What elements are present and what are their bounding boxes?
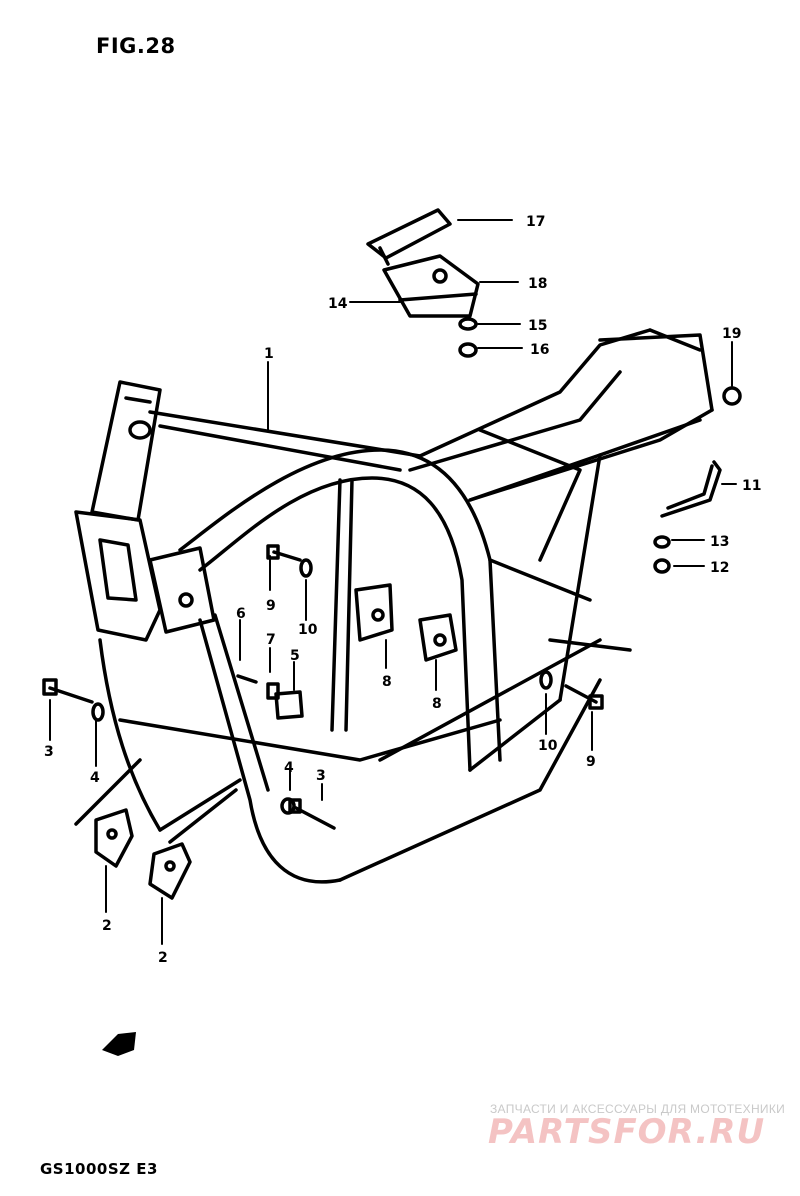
washers-and-nuts xyxy=(458,317,742,574)
callout-2-left: 2 xyxy=(102,918,112,934)
callout-10-right: 10 xyxy=(538,738,558,754)
callout-11: 11 xyxy=(742,478,761,494)
callout-12: 12 xyxy=(710,560,729,576)
callout-10-left: 10 xyxy=(298,622,318,638)
watermark-tagline: ЗАПЧАСТИ И АКСЕССУАРЫ ДЛЯ МОТОТЕХНИКИ xyxy=(490,1102,786,1116)
callout-2-right: 2 xyxy=(158,950,168,966)
top-cover-parts xyxy=(366,208,480,318)
callout-8-left: 8 xyxy=(382,674,392,690)
model-code: GS1000SZ E3 xyxy=(40,1160,158,1178)
callout-6: 6 xyxy=(236,606,246,622)
front-downtubes xyxy=(98,613,342,884)
leader-lines xyxy=(49,219,737,945)
callout-15: 15 xyxy=(528,318,547,334)
callout-18: 18 xyxy=(528,276,547,292)
engine-mount-brackets xyxy=(354,583,458,662)
fasteners xyxy=(42,544,604,830)
callout-17: 17 xyxy=(526,214,545,230)
callout-5: 5 xyxy=(290,648,300,664)
callout-13: 13 xyxy=(710,534,729,550)
steering-head xyxy=(90,380,162,522)
callout-9-right: 9 xyxy=(586,754,596,770)
lower-cradle xyxy=(118,638,632,882)
front-arrow-icon xyxy=(102,1032,136,1056)
figure-label: FIG.28 xyxy=(96,34,176,58)
callout-7: 7 xyxy=(266,632,276,648)
callout-14: 14 xyxy=(328,296,348,312)
callout-3-left: 3 xyxy=(44,744,54,760)
callout-numbers: 1 17 18 14 15 16 19 11 13 12 9 10 6 7 5 … xyxy=(44,214,761,966)
callout-3-center: 3 xyxy=(316,768,326,784)
callout-8-right: 8 xyxy=(432,696,442,712)
side-bracket xyxy=(660,460,722,518)
callout-4-left: 4 xyxy=(90,770,100,786)
rear-frame xyxy=(468,428,602,702)
front-gusset-plate xyxy=(74,510,216,642)
callout-1: 1 xyxy=(264,346,274,362)
center-hoop xyxy=(178,448,502,772)
main-frame-rails xyxy=(148,328,714,502)
callout-19: 19 xyxy=(722,326,741,342)
watermark-brand: PARTSFOR.RU xyxy=(488,1112,766,1152)
engine-mount-plates xyxy=(74,758,238,900)
callout-16: 16 xyxy=(530,342,549,358)
callout-9-left: 9 xyxy=(266,598,276,614)
callout-4-center: 4 xyxy=(284,760,294,776)
